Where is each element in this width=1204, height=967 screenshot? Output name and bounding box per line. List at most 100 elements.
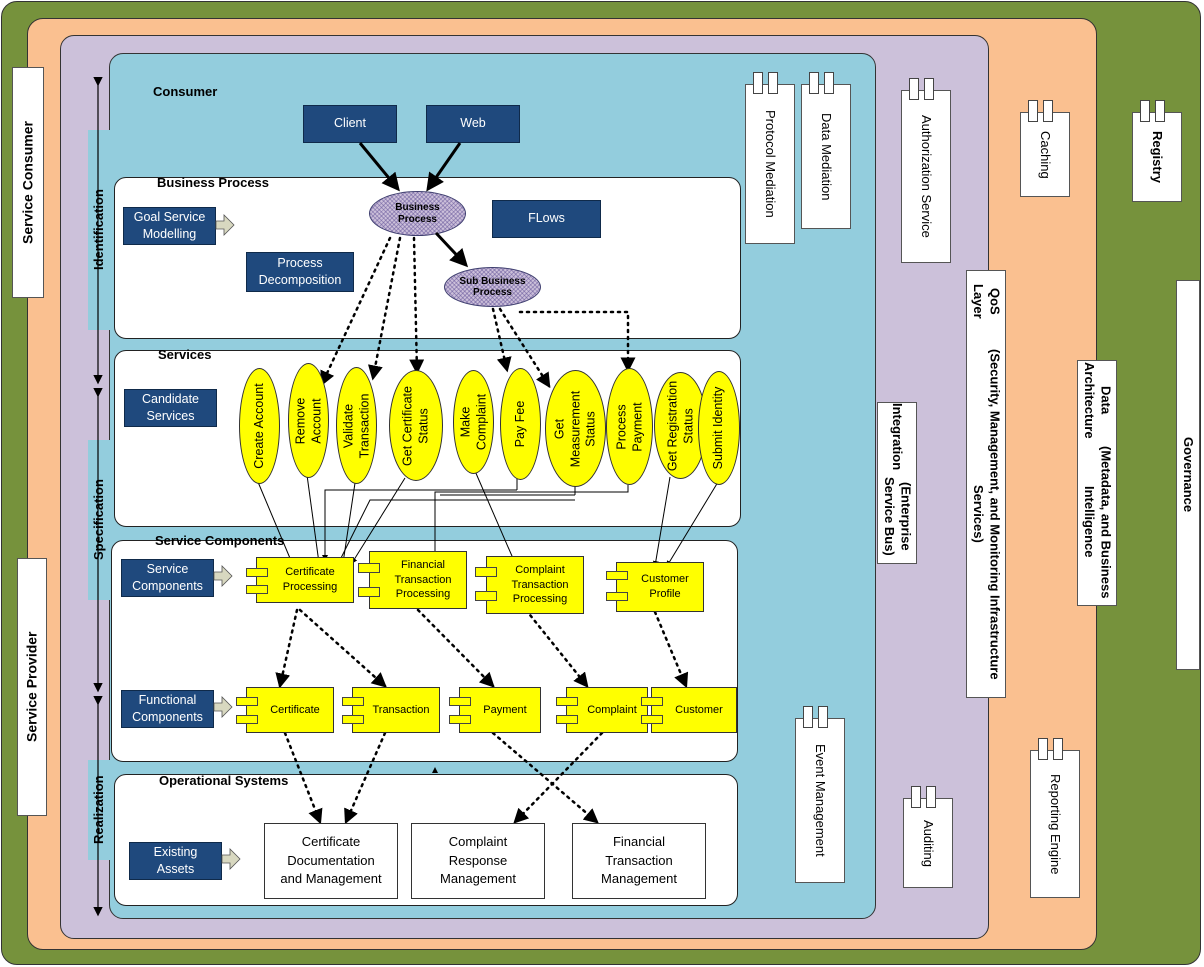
flows-box: FLows bbox=[492, 200, 601, 238]
qos-subtitle: (Security, Management, and Monitoring In… bbox=[971, 349, 1003, 680]
component-tab bbox=[246, 568, 268, 577]
integration-subtitle: (Enterprise Service Bus) bbox=[882, 477, 914, 556]
process-decomposition-text: Process Decomposition bbox=[258, 255, 342, 288]
operational-financial-transaction: Financial Transaction Management bbox=[572, 823, 706, 899]
service-validate-transaction: Validate Transaction bbox=[336, 367, 377, 484]
bp-dotted-arrows bbox=[320, 236, 636, 389]
service-label: Get Certificate Status bbox=[400, 385, 430, 466]
service-create-account: Create Account bbox=[239, 368, 280, 484]
auditing-box: Auditing bbox=[903, 798, 953, 888]
service-get-measurement-status: Get Measurement Status bbox=[545, 370, 606, 487]
authorization-service-box: Authorization Service bbox=[901, 90, 951, 263]
consumer-arrows bbox=[358, 142, 469, 268]
registry-tab bbox=[1140, 100, 1150, 122]
authorization-service-text: Authorization Service bbox=[919, 115, 935, 238]
component-tab bbox=[236, 697, 258, 706]
services-title: Services bbox=[158, 347, 212, 362]
existing-assets-box: Existing Assets bbox=[129, 842, 222, 880]
reporting-engine-text: Reporting Engine bbox=[1048, 773, 1064, 875]
service-label: Get Measurement Status bbox=[552, 390, 598, 467]
registry-tab bbox=[1155, 100, 1165, 122]
component-tab bbox=[246, 585, 268, 594]
client-box: Client bbox=[303, 105, 397, 143]
component-tab bbox=[641, 715, 663, 724]
caching-box: Caching bbox=[1020, 112, 1070, 197]
integration-title: Integration bbox=[890, 403, 906, 471]
functional-transaction: Transaction bbox=[352, 687, 440, 733]
candidate-services-box: Candidate Services bbox=[124, 389, 217, 427]
component-tab bbox=[449, 715, 471, 724]
functional-components-label-text: Functional Components bbox=[132, 692, 203, 725]
qos-title: QoS Layer bbox=[971, 283, 1003, 319]
web-box: Web bbox=[426, 105, 520, 143]
auditing-tab bbox=[926, 786, 936, 808]
candidate-services-text: Candidate Services bbox=[142, 391, 199, 424]
operational-systems-title: Operational Systems bbox=[159, 773, 289, 788]
service-label: Process Payment bbox=[613, 401, 644, 452]
auditing-tab bbox=[911, 786, 921, 808]
service-label: Submit Identity bbox=[711, 386, 726, 470]
component-tab bbox=[475, 591, 497, 601]
integration-label: Integration (Enterprise Service Bus) bbox=[877, 402, 917, 564]
component-tab bbox=[475, 567, 497, 577]
protocol-mediation-box: Protocol Mediation bbox=[745, 84, 795, 244]
data-architecture-subtitle: (Metadata, and Business Intelligence bbox=[1082, 446, 1114, 599]
goal-service-modelling-box: Goal Service Modelling bbox=[123, 207, 216, 245]
reporting-engine-tab bbox=[1053, 738, 1063, 760]
caching-tab bbox=[1043, 100, 1053, 122]
data-mediation-box: Data Mediation bbox=[801, 84, 851, 229]
functional-dotted-arrows bbox=[283, 731, 604, 825]
governance-label: Governance bbox=[1176, 280, 1200, 670]
service-get-certificate-status: Get Certificate Status bbox=[389, 370, 443, 481]
data-mediation-text: Data Mediation bbox=[819, 112, 835, 201]
functional-customer: Customer bbox=[651, 687, 737, 733]
component-tab bbox=[641, 697, 663, 706]
component-tab bbox=[556, 715, 578, 724]
component-tab bbox=[358, 563, 380, 573]
component-tab bbox=[606, 592, 628, 601]
service-remove-account: Remove Account bbox=[288, 363, 329, 478]
reporting-engine-tab bbox=[1038, 738, 1048, 760]
process-decomposition-box: Process Decomposition bbox=[246, 252, 354, 292]
functional-certificate: Certificate bbox=[246, 687, 334, 733]
operational-certificate-documentation: Certificate Documentation and Management bbox=[264, 823, 398, 899]
service-process-payment: Process Payment bbox=[606, 368, 653, 485]
functional-payment: Payment bbox=[459, 687, 541, 733]
sub-business-process-node: Sub Business Process bbox=[444, 267, 541, 307]
service-label: Create Account bbox=[251, 383, 266, 469]
operational-complaint-response: Complaint Response Management bbox=[411, 823, 545, 899]
data-architecture-title: Data Architecture bbox=[1082, 361, 1114, 439]
registry-text: Registry bbox=[1150, 130, 1166, 184]
component-tab bbox=[358, 587, 380, 597]
component-tab bbox=[449, 697, 471, 706]
caching-tab bbox=[1028, 100, 1038, 122]
data-mediation-tab bbox=[824, 72, 834, 94]
protocol-mediation-text: Protocol Mediation bbox=[763, 110, 779, 218]
protocol-mediation-tab bbox=[753, 72, 763, 94]
existing-assets-text: Existing Assets bbox=[153, 844, 198, 877]
consumer-title: Consumer bbox=[153, 84, 218, 99]
service-make-complaint: Make Complaint bbox=[453, 370, 494, 474]
service-components-label-box: Service Components bbox=[121, 559, 214, 597]
event-management-box: Event Management bbox=[795, 718, 845, 883]
authorization-service-tab bbox=[909, 78, 919, 100]
service-submit-identity: Submit Identity bbox=[698, 371, 740, 485]
component-tab bbox=[236, 715, 258, 724]
service-components-title: Service Components bbox=[155, 533, 285, 548]
component-customer-profile: Customer Profile bbox=[616, 562, 704, 612]
service-label: Validate Transaction bbox=[340, 393, 371, 458]
service-components-label-text: Service Components bbox=[132, 561, 203, 594]
caching-text: Caching bbox=[1038, 130, 1054, 179]
event-management-tab bbox=[803, 706, 813, 728]
component-certificate-processing: Certificate Processing bbox=[256, 557, 354, 603]
component-tab bbox=[556, 697, 578, 706]
qos-label: QoS Layer (Security, Management, and Mon… bbox=[966, 270, 1006, 698]
functional-components-label-box: Functional Components bbox=[121, 690, 214, 728]
event-management-tab bbox=[818, 706, 828, 728]
component-dotted-arrows bbox=[275, 608, 689, 689]
functional-complaint: Complaint bbox=[566, 687, 648, 733]
input-arrows bbox=[213, 214, 241, 870]
protocol-mediation-tab bbox=[768, 72, 778, 94]
component-tab bbox=[342, 697, 364, 706]
